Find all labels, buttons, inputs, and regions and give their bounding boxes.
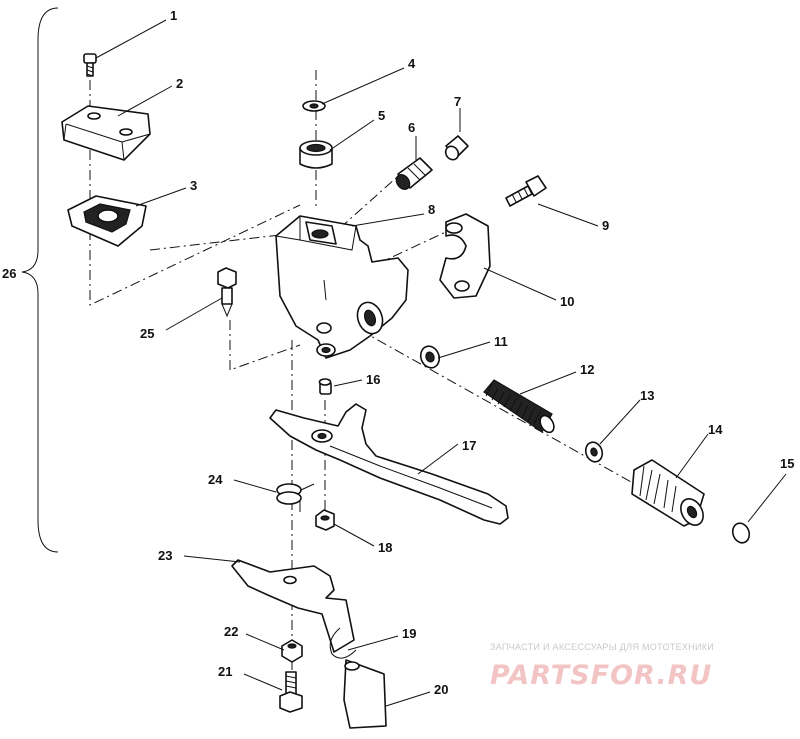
assembly-bracket: [21, 7, 59, 553]
bracket-bolt: [279, 671, 303, 713]
callout-12: 12: [580, 362, 594, 377]
callout-2: 2: [176, 76, 183, 91]
callout-25: 25: [140, 326, 154, 341]
centerline-pivot: [229, 320, 301, 371]
centerline-diaphragm: [149, 234, 281, 251]
callout-24: 24: [208, 472, 223, 487]
master-cylinder-body: [275, 215, 409, 359]
watermark-tagline: ЗАПЧАСТИ И АКСЕССУАРЫ ДЛЯ МОТОТЕХНИКИ: [490, 642, 714, 652]
callout-1: 1: [170, 8, 177, 23]
callout-labels: 1 2 3 4 5 6 7 8 9 10 11 12 13 14 15 16 1…: [2, 8, 794, 697]
callout-4: 4: [408, 56, 416, 71]
brake-light-switch: [343, 659, 387, 729]
brake-lever: [269, 403, 509, 525]
clamp-bolt: [505, 175, 547, 207]
callout-3: 3: [190, 178, 197, 193]
bracket-nut: [281, 639, 303, 663]
centerline-clamp: [374, 229, 451, 266]
torsion-spring: [276, 483, 315, 512]
seal-cup: [299, 140, 333, 169]
switch-bracket: [231, 559, 355, 653]
watermark-brand: PARTSFOR.RU: [490, 660, 712, 691]
piston-washer: [419, 345, 441, 369]
pivot-bolt: [217, 267, 237, 318]
callout-14: 14: [708, 422, 723, 437]
centerline-fitting: [339, 169, 406, 229]
callout-10: 10: [560, 294, 574, 309]
callout-11: 11: [494, 334, 508, 349]
callout-22: 22: [224, 624, 238, 639]
reservoir-cover: [61, 105, 151, 161]
fitting-sleeve: [395, 157, 433, 191]
watermark: ЗАПЧАСТИ И АКСЕССУАРЫ ДЛЯ МОТОТЕХНИКИ PA…: [490, 642, 714, 691]
circlip: [731, 522, 751, 544]
callout-6: 6: [408, 120, 415, 135]
callout-23: 23: [158, 548, 172, 563]
piston-assembly: [631, 459, 705, 527]
callout-7: 7: [454, 94, 461, 109]
washer-top: [302, 100, 326, 112]
callout-21: 21: [218, 664, 232, 679]
pivot-nut: [315, 509, 335, 531]
callout-17: 17: [462, 438, 476, 453]
diaphragm: [67, 195, 147, 247]
callout-18: 18: [378, 540, 392, 555]
leader-lines: [95, 19, 787, 707]
callout-9: 9: [602, 218, 609, 233]
centerline-cover: [89, 150, 301, 306]
return-spring: [483, 379, 555, 434]
callout-19: 19: [402, 626, 416, 641]
wire-clip: [329, 627, 357, 659]
callout-16: 16: [366, 372, 380, 387]
callout-26: 26: [2, 266, 16, 281]
cap-screw: [83, 53, 97, 77]
callout-8: 8: [428, 202, 435, 217]
callout-20: 20: [434, 682, 448, 697]
callout-15: 15: [780, 456, 794, 471]
callout-13: 13: [640, 388, 654, 403]
spring-washer: [584, 441, 604, 463]
callout-5: 5: [378, 108, 385, 123]
pivot-bushing: [318, 378, 332, 395]
handlebar-clamp: [439, 213, 491, 299]
plug: [444, 135, 469, 161]
